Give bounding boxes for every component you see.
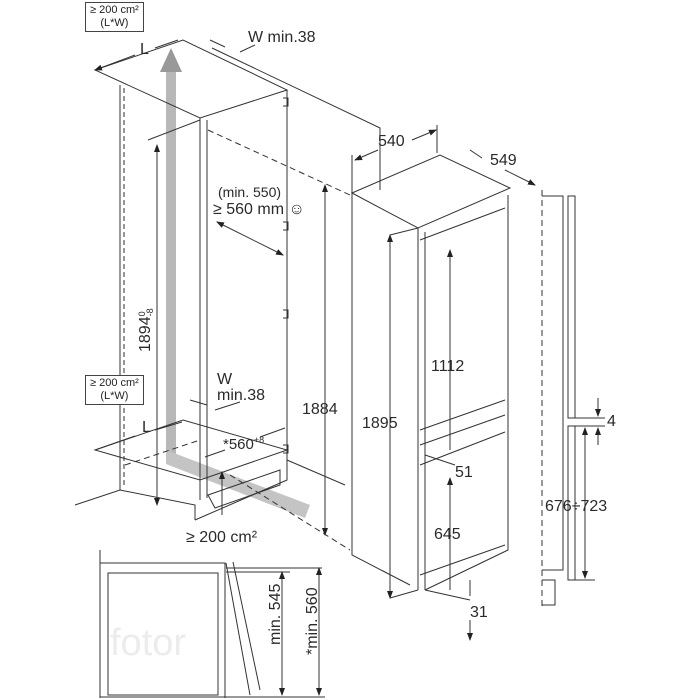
bottom-L-label: L [142,419,151,436]
upper-door-label: 1112 [431,358,465,375]
top-vent-box: ≥ 200 cm² (L*W) [85,2,144,32]
bottom-W-label: W [217,371,233,388]
gap-label: 51 [455,464,473,481]
appliance-outline [350,125,535,640]
lower-door-label: 645 [434,526,461,543]
door-gap-label: 4 [607,413,616,430]
plinth-vent-label: ≥ 200 cm² [186,529,258,546]
depth-label: ≥ 560 mm ☺ [213,202,305,218]
bottom-vent-area: ≥ 200 cm² [90,377,139,389]
side-view-outline [99,550,325,698]
niche-height: 1894 [137,316,154,352]
door-profile [541,190,605,610]
top-W-label: W min.38 [248,29,316,46]
appliance-height-label: 1895 [362,415,398,432]
watermark: fotor [110,622,187,664]
airflow-arrow [160,48,310,518]
depth-min-label: (min. 550) [218,184,282,200]
bottom-vent-formula: (L*W) [100,390,129,402]
min-545-label: min. 545 [267,583,284,645]
bottom-vent-box: ≥ 200 cm² (L*W) [85,375,144,405]
appliance-width-label: 540 [378,133,405,150]
bottom-label: 31 [470,604,488,621]
niche-width-label: *560+8 [223,435,265,453]
tol-lower: -8 [145,308,155,317]
depth-value: ≥ 560 mm [213,201,285,218]
height-1884-label: 1884 [302,401,338,418]
min-560-label: *min. 560 [304,587,321,655]
top-vent-area: ≥ 200 cm² [90,4,139,16]
smiley-icon: ☺ [288,201,305,218]
lower-range-label: 676÷723 [545,498,608,515]
niche-width-tol: +8 [253,435,265,445]
top-L-label: L [140,41,149,58]
niche-width: *560 [223,436,254,453]
top-vent-formula: (L*W) [100,17,129,29]
appliance-depth-label: 549 [490,152,517,169]
bottom-W-min-label: min.38 [217,387,266,404]
